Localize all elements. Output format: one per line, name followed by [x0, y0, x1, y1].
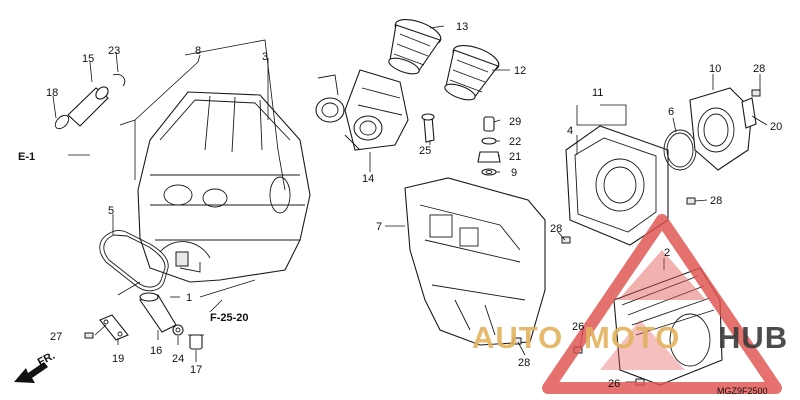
- part-label-17: 17: [190, 364, 202, 376]
- part-label-2: 2: [664, 247, 670, 259]
- part-number-labels: 1 2 3 4 5 6 7 8 9 10 11 12 13 14 15 16 1…: [46, 21, 782, 390]
- part-label-23: 23: [108, 45, 120, 57]
- part-label-5: 5: [108, 205, 114, 217]
- reference-e1: E-1: [18, 151, 35, 163]
- part-label-26a: 26: [572, 321, 584, 333]
- part-label-9: 9: [511, 167, 517, 179]
- part-label-19: 19: [112, 353, 124, 365]
- part-label-25: 25: [419, 145, 431, 157]
- hardware-stack-parts-29-22-21-9: [477, 116, 501, 176]
- part-label-21: 21: [509, 151, 521, 163]
- part-label-27: 27: [50, 331, 62, 343]
- part-label-7: 7: [376, 221, 382, 233]
- watermark-auto: AUTO: [472, 320, 563, 355]
- watermark-triangle-logo: [542, 214, 782, 394]
- part-label-3: 3: [262, 51, 268, 63]
- part-label-29: 29: [509, 116, 521, 128]
- front-direction-indicator: FR.: [14, 350, 57, 383]
- part-label-28c: 28: [550, 223, 562, 235]
- part-label-13: 13: [456, 21, 468, 33]
- funnel-part-13: [388, 18, 442, 75]
- part-label-12: 12: [514, 65, 526, 77]
- leader-lines: [52, 25, 768, 383]
- watermark-wordmark: AUTO MOTO HUB: [472, 320, 788, 355]
- funnel-part-12: [444, 44, 500, 101]
- cover-part-7: [404, 177, 546, 346]
- drain-tube-part-16: [139, 292, 204, 350]
- intake-assembly-part-14: [315, 69, 409, 151]
- part-label-11: 11: [592, 87, 603, 99]
- part-label-18: 18: [46, 87, 58, 99]
- part-label-6: 6: [668, 106, 674, 118]
- o-ring-part-6: [663, 129, 697, 171]
- drawing-code: MGZ9F2500: [717, 386, 768, 396]
- air-cleaner-housing-part-8: [137, 91, 311, 283]
- part-label-4: 4: [567, 125, 573, 137]
- part-label-24: 24: [172, 353, 184, 365]
- bolt-part-25: [421, 113, 435, 143]
- part-label-10: 10: [709, 63, 721, 75]
- watermark-moto: MOTO: [584, 320, 680, 355]
- part-label-26b: 26: [608, 378, 620, 390]
- part-label-28d: 28: [518, 357, 530, 369]
- part-label-16: 16: [150, 345, 162, 357]
- front-arrow-icon: [14, 362, 48, 383]
- seal-packing-part-5: [99, 230, 169, 292]
- tube-part-15: [54, 73, 126, 130]
- part-label-22: 22: [509, 136, 521, 148]
- duct-part-10: [689, 87, 753, 171]
- part-label-15: 15: [82, 53, 94, 65]
- reference-f-25-20: F-25-20: [210, 312, 249, 324]
- part-label-1: 1: [186, 292, 192, 304]
- watermark-hub: HUB: [718, 320, 788, 355]
- clip-part-20: [741, 97, 757, 129]
- front-label: FR.: [36, 350, 57, 369]
- bracket-part-19: [99, 314, 129, 341]
- part-label-28a: 28: [753, 63, 765, 75]
- part-label-8: 8: [195, 45, 201, 57]
- part-label-20: 20: [770, 121, 782, 133]
- part-label-28b: 28: [710, 195, 722, 207]
- part-label-14: 14: [362, 173, 374, 185]
